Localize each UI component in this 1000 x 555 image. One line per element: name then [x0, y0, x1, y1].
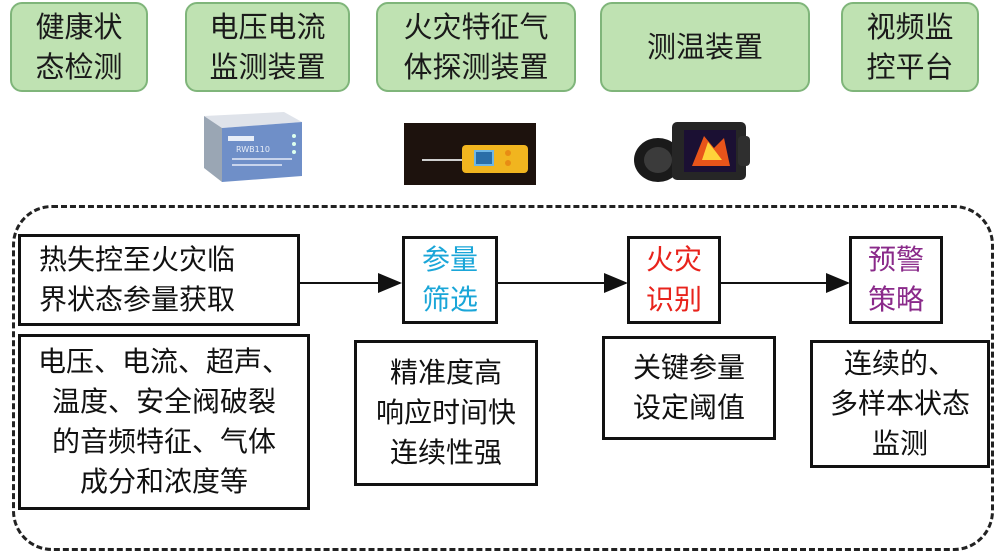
step-parameter-selection: 参量 筛选 [402, 236, 498, 324]
category-label: 视频监 控平台 [866, 10, 954, 84]
category-fire-gas: 火灾特征气 体探测装置 [376, 2, 576, 92]
gas-detector-image [404, 123, 536, 185]
step-fire-identification: 火灾 识别 [627, 236, 721, 324]
category-health-monitoring: 健康状 态检测 [10, 2, 148, 92]
step-label: 参量 筛选 [421, 243, 478, 316]
category-video-platform: 视频监 控平台 [841, 2, 979, 92]
category-voltage-current: 电压电流 监测装置 [185, 2, 350, 92]
step-warning-strategy: 预警 策略 [849, 236, 943, 324]
step-label: 预警 策略 [867, 243, 924, 316]
category-label: 电压电流 监测装置 [209, 10, 326, 84]
category-temperature: 测温装置 [600, 2, 810, 92]
detail-threshold: 关键参量 设定阈值 [602, 336, 776, 440]
detail-parameters: 电压、电流、超声、 温度、安全阀破裂 的音频特征、气体 成分和浓度等 [18, 334, 310, 510]
category-label: 火灾特征气 体探测装置 [403, 10, 549, 84]
device-model-text: RWB110 [236, 145, 270, 154]
step-label: 火灾 识别 [645, 243, 702, 316]
step-data-acquisition: 热失控至火灾临 界状态参量获取 [18, 234, 300, 326]
detail-label: 精准度高 响应时间快 连续性强 [375, 356, 516, 469]
detail-label: 连续的、 多样本状态 监测 [829, 347, 970, 460]
detail-selection-criteria: 精准度高 响应时间快 连续性强 [354, 340, 538, 486]
detail-label: 电压、电流、超声、 温度、安全阀破裂 的音频特征、气体 成分和浓度等 [37, 345, 290, 498]
process-frame [12, 205, 994, 551]
detail-label: 关键参量 设定阈值 [632, 351, 745, 424]
monitoring-device-image: RWB110 [196, 106, 308, 186]
step-label: 热失控至火灾临 界状态参量获取 [39, 243, 236, 316]
thermal-camera-image [628, 108, 758, 192]
detail-monitoring: 连续的、 多样本状态 监测 [810, 340, 990, 468]
category-label: 测温装置 [646, 30, 763, 64]
category-label: 健康状 态检测 [35, 10, 123, 84]
